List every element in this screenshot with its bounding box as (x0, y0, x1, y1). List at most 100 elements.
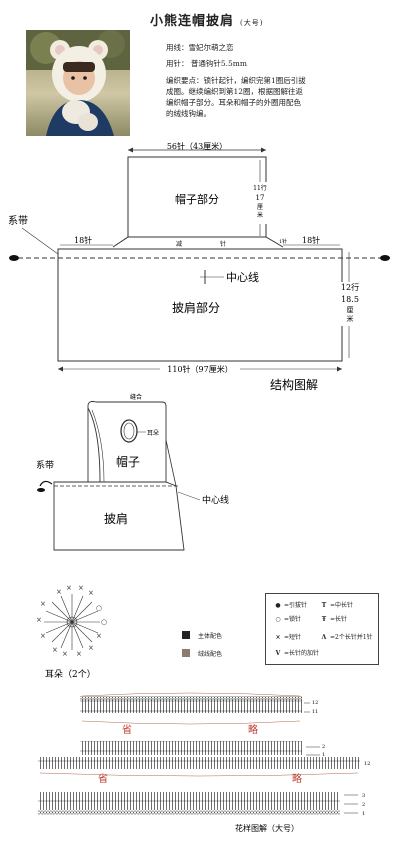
omit-label-2: 略 (248, 723, 258, 736)
notes-line: 编织帽子部分。耳朵和帽子的外圈用配色 (166, 98, 301, 107)
row-label-1a: 1 (322, 752, 325, 758)
hood-side-edge (165, 439, 177, 487)
svg-text:×: × (88, 589, 94, 597)
notes-block: 编织要点：锁针起针，编织完第1圈后引拔 成圈。继续编织到第12圈，根据图解往返 … (166, 75, 388, 119)
hood-fold-inner (91, 409, 105, 483)
omit-label-3: 省 (98, 772, 108, 785)
svg-text:×: × (56, 588, 62, 596)
hood-rows-c: 厘 (257, 204, 263, 211)
cape-row1-block (38, 810, 340, 815)
legend-item-hdc: T=中长针 (318, 600, 353, 609)
assembly-tie-knot (37, 488, 45, 492)
neck-shaping (112, 236, 284, 248)
needle-info: 用针： 普通钩针5.5mm (166, 59, 248, 68)
cape-rows-d: 米 (347, 314, 354, 323)
hood-rows-block (80, 699, 302, 713)
legend-item-increase: V=长针的加针 (272, 648, 319, 657)
assembly-hood-label: 帽子 (116, 454, 140, 469)
cape-part-label: 披肩部分 (172, 300, 220, 315)
ear-pointer-label: 耳朵 (147, 430, 159, 437)
svg-text:×: × (78, 584, 84, 592)
legend-item-slip: ●=引拔针 (272, 600, 307, 609)
ear-chart: ×××× ×○×○ ×××× ×× 耳朵（2个） (36, 584, 107, 680)
right-stitch-label: 18针 (302, 235, 320, 245)
svg-text:×: × (52, 646, 58, 654)
single-crochet-icon: × (275, 634, 281, 641)
seam-label: 缝合 (130, 393, 142, 401)
pattern-caption: 花样图解（大号） (235, 823, 299, 833)
half-double-icon: T (321, 602, 327, 609)
yarn-info: 用线：雪妃尔萌之恋 (166, 43, 234, 52)
main-color-swatch (182, 631, 190, 639)
slip-stitch-icon: ● (275, 602, 281, 609)
row-label-2b: 2 (362, 802, 365, 808)
tie-pointer (21, 227, 59, 255)
cape-rows-a: 12行 (341, 282, 359, 292)
row-label-12b: 12 (364, 761, 370, 767)
decrease-label-2: 针 (220, 240, 226, 248)
svg-text:×: × (96, 632, 102, 640)
svg-text:×: × (62, 650, 68, 658)
chain-stitch-icon: ○ (275, 616, 281, 623)
assembled-hood (87, 401, 167, 483)
right-tie-end (380, 255, 390, 261)
cape-row3-block (38, 792, 340, 801)
notes-line: 成圈。继续编织到第12圈，根据图解往返 (166, 87, 304, 96)
cape-rows-c: 厘 (347, 306, 354, 314)
dc2tog-icon: Λ (321, 634, 327, 641)
main-color-label: 主体配色 (198, 633, 223, 640)
omit-label-4: 略 (292, 772, 302, 785)
hood-rows-a: 11行 (253, 184, 267, 192)
title-size: (大号) (240, 19, 264, 27)
top-width-label: 56针（43厘米） (167, 141, 227, 151)
row-label-2a: 2 (322, 744, 325, 750)
increase-stitch-icon: V (275, 650, 281, 657)
left-stitch-label: 18针 (74, 235, 92, 245)
decrease-label: 减 (176, 240, 182, 248)
row-label-12a: 12 (312, 700, 318, 706)
trim-color-label: 绒线配色 (198, 651, 223, 658)
svg-text:×: × (36, 616, 42, 624)
hood-rows-b: 17 (256, 194, 265, 202)
assembly-tie-label: 系带 (36, 460, 54, 471)
assembly-center-label: 中心线 (202, 494, 229, 506)
cape-row2-block (38, 801, 340, 810)
notes-line: 的绒线钩编。 (166, 109, 211, 118)
omit-label-1: 省 (122, 723, 132, 736)
svg-text:○: ○ (101, 618, 107, 626)
hood-fold (87, 407, 101, 483)
hood-part-label: 帽子部分 (175, 192, 219, 206)
product-photo (26, 30, 130, 136)
row-label-1b: 1 (362, 811, 365, 817)
svg-text:×: × (40, 632, 46, 640)
assembled-cape (53, 481, 185, 551)
legend-item-dc2tog: Λ=2个长针并1针 (318, 632, 373, 641)
svg-text:×: × (76, 650, 82, 658)
cape-rows-b: 18.5 (341, 295, 359, 304)
legend-item-dc: Ŧ=长针 (318, 614, 347, 623)
svg-text:×: × (88, 644, 94, 652)
row-label-3: 3 (362, 793, 365, 799)
stitch-legend: ●=引拔针 ○=锁针 ×=短针 V=长针的加针 T=中长针 Ŧ=长针 Λ=2个长… (265, 593, 379, 665)
bottom-width-label: 110针（97厘米） (167, 364, 232, 374)
tie-label: 系带 (8, 215, 28, 227)
hood-rows-d: 米 (257, 211, 263, 219)
title-text: 小熊连帽披肩 (150, 14, 235, 29)
svg-text:×: × (40, 600, 46, 608)
left-tie-end (9, 255, 19, 261)
row-label-11: 11 (312, 709, 318, 715)
svg-text:○: ○ (96, 604, 102, 612)
legend-item-chain: ○=锁针 (272, 614, 301, 623)
child-photo-illustration (26, 30, 130, 136)
legend-item-single: ×=短针 (272, 632, 301, 641)
svg-text:×: × (66, 584, 72, 592)
cape-row12-block (38, 757, 360, 769)
ear-ring (120, 419, 138, 443)
page-title: 小熊连帽披肩 (大号) (150, 10, 263, 29)
trim-color-swatch (182, 649, 190, 657)
center-line-label: 中心线 (226, 270, 259, 284)
ear-caption: 耳朵（2个） (45, 669, 96, 680)
